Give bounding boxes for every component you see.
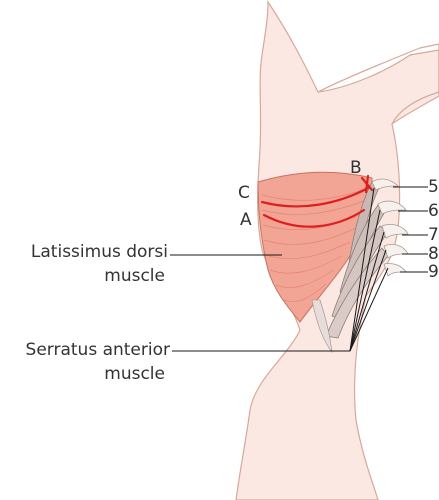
label-letter-a: A [240,210,252,231]
label-latissimus-line2: muscle [104,266,165,287]
label-latissimus-line1: Latissimus dorsi [31,242,168,263]
label-rib-9: 9 [428,262,439,283]
label-serratus-line1: Serratus anterior [26,340,170,361]
label-letter-c: C [238,183,250,204]
rib-8 [384,244,408,258]
label-letter-b: B [350,158,362,179]
label-rib-7: 7 [428,225,439,246]
label-serratus-line2: muscle [104,364,165,385]
label-rib-5: 5 [428,177,439,198]
label-rib-6: 6 [428,201,439,222]
